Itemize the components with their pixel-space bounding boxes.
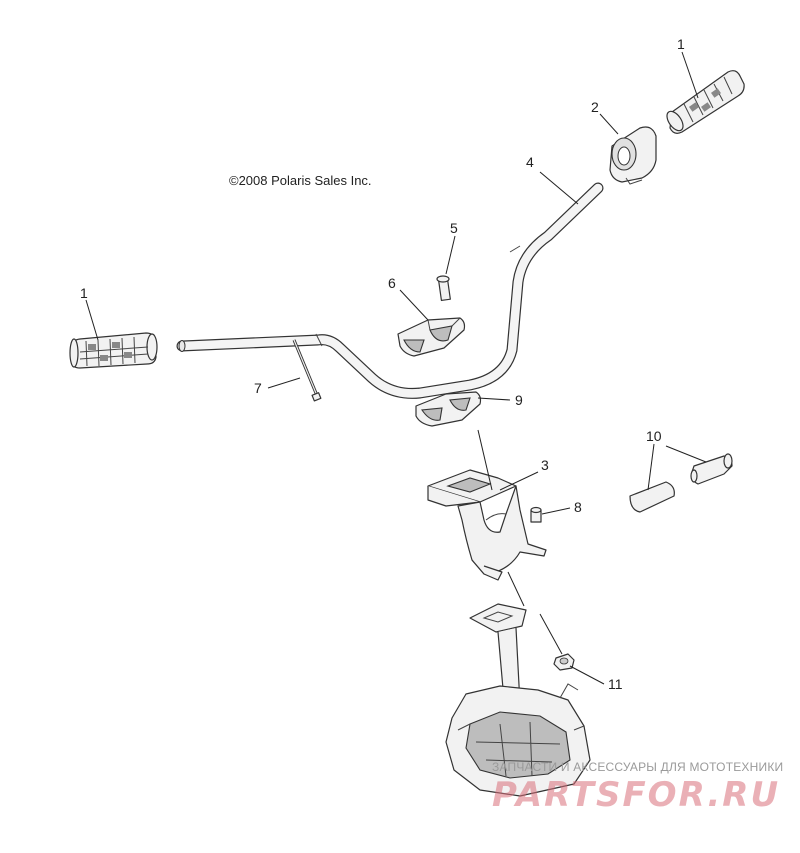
bar-end-block: [609, 126, 657, 185]
callout-1-left: 1: [80, 285, 88, 301]
pin: [530, 506, 542, 523]
handlebar: [176, 182, 604, 399]
watermark-tagline: ЗАПЧАСТИ И АКСЕССУАРЫ ДЛЯ МОТОТЕХНИКИ: [492, 760, 783, 774]
right-grip: [666, 70, 745, 134]
watermark-site: PARTSFOR.RU: [492, 775, 780, 815]
callout-5: 5: [450, 220, 458, 236]
mounting-bracket: [427, 469, 547, 581]
sleeve-assembly: [629, 453, 733, 513]
left-grip: [69, 332, 158, 369]
nut: [553, 653, 575, 671]
callout-8: 8: [574, 499, 582, 515]
callout-9: 9: [515, 392, 523, 408]
callout-1-right: 1: [677, 36, 685, 52]
leader-lines: [85, 51, 707, 685]
callout-10: 10: [646, 428, 662, 444]
callout-7: 7: [254, 380, 262, 396]
callout-labels: 1 1 2 3 4 5 6 7 8 9 10 11: [80, 36, 685, 692]
watermark: ЗАПЧАСТИ И АКСЕССУАРЫ ДЛЯ МОТОТЕХНИКИ PA…: [492, 760, 783, 815]
callout-4: 4: [526, 154, 534, 170]
callout-3: 3: [541, 457, 549, 473]
copyright-text: ©2008 Polaris Sales Inc.: [229, 173, 372, 188]
callout-6: 6: [388, 275, 396, 291]
lower-clamp: [415, 391, 482, 427]
bolt: [436, 275, 451, 302]
steering-housing: [445, 603, 591, 797]
upper-clamp: [397, 317, 466, 357]
cable-tie: [292, 339, 322, 402]
callout-11: 11: [608, 676, 623, 692]
callout-2: 2: [591, 99, 599, 115]
